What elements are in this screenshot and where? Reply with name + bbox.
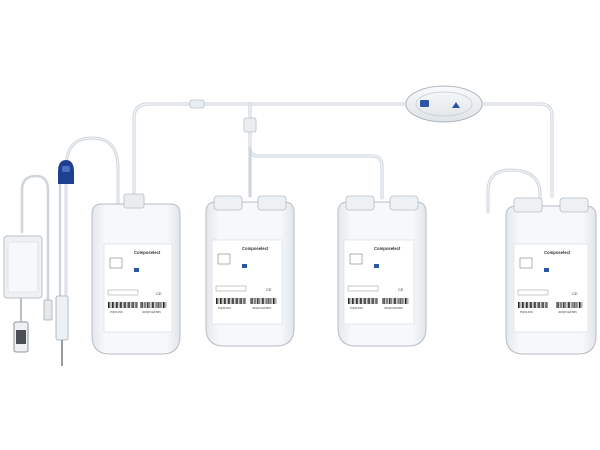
label-brand: Composelect — [544, 250, 571, 255]
bag-primary — [91, 193, 181, 355]
label-barcode — [216, 298, 246, 304]
label-symbol-row — [215, 285, 247, 292]
sampling-pouch — [3, 235, 43, 353]
tube-branch-bag3 — [248, 102, 384, 200]
label-barcode — [140, 302, 167, 308]
label-barcode — [250, 298, 277, 304]
label-product-code: PQ01250 — [350, 306, 363, 310]
tube-bag1-to-filter — [132, 102, 410, 194]
blue-clamp — [58, 160, 74, 184]
label-product-code: PQ01250 — [218, 306, 231, 310]
label-ce-mark: CE — [266, 287, 272, 292]
label-pictogram-icon — [349, 253, 363, 265]
label-barcode — [518, 302, 548, 308]
bag-satellite-2 — [337, 195, 427, 347]
filter-logo-icon — [420, 100, 429, 107]
label-brand: Composelect — [134, 250, 161, 255]
label-ref-code: 4DQK3HF505 — [384, 306, 403, 310]
label-ref-code: 4DQK3HF505 — [558, 310, 577, 314]
label-ce-mark: CE — [398, 287, 404, 292]
inline-filter — [405, 85, 483, 123]
tube-sampling — [20, 174, 50, 302]
label-barcode — [108, 302, 138, 308]
label-product-code: PQ01250 — [520, 310, 533, 314]
label-barcode — [556, 302, 583, 308]
bag-label — [211, 239, 283, 325]
label-barcode — [348, 298, 378, 304]
label-brand: Composelect — [374, 246, 401, 251]
label-brand-icon — [134, 268, 139, 272]
label-brand-icon — [544, 268, 549, 272]
connector-top-1 — [189, 99, 205, 109]
label-brand-icon — [242, 264, 247, 268]
label-symbol-row — [347, 285, 379, 292]
bag-satellite-3 — [505, 197, 597, 355]
label-brand-icon — [374, 264, 379, 268]
label-ce-mark: CE — [156, 291, 162, 296]
connector-branch — [243, 117, 257, 133]
label-pictogram-icon — [217, 253, 231, 265]
label-ref-code: 4DQK3HF505 — [252, 306, 271, 310]
filter-arrow-icon — [452, 102, 460, 108]
bag-label — [103, 243, 173, 333]
label-ref-code: 4DQK3HF505 — [142, 310, 161, 314]
label-symbol-row — [107, 289, 139, 296]
bag-label — [343, 239, 415, 325]
bag-satellite-1 — [205, 195, 295, 347]
label-ce-mark: CE — [572, 291, 578, 296]
label-brand: Composelect — [242, 246, 269, 251]
tubing-network — [20, 99, 554, 302]
label-symbol-row — [517, 289, 549, 296]
label-pictogram-icon — [109, 257, 123, 269]
bag-label — [513, 243, 589, 333]
label-pictogram-icon — [519, 257, 533, 269]
donor-needle — [43, 295, 69, 366]
label-product-code: PQ01250 — [110, 310, 123, 314]
label-barcode — [382, 298, 409, 304]
